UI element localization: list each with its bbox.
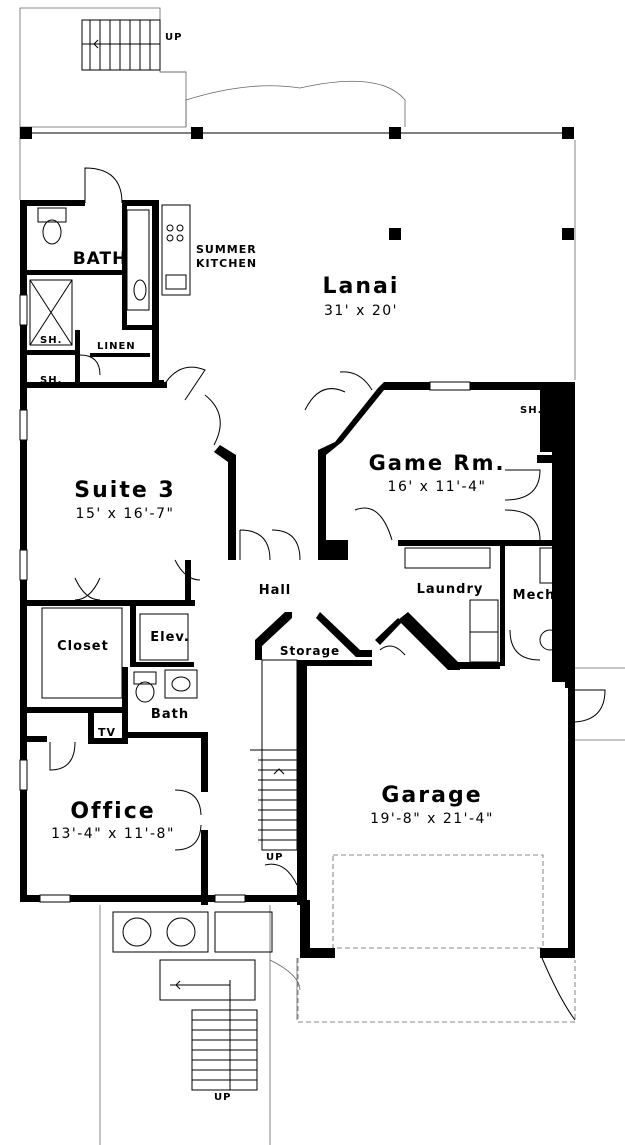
shower-label-1: SH. <box>40 335 62 346</box>
shower-label-game: SH. <box>520 405 542 416</box>
top-stair: UP <box>81 19 182 71</box>
summer-kitchen-label-2: KITCHEN <box>196 257 257 270</box>
windows <box>19 294 471 903</box>
bath-small-label: Bath <box>151 707 189 722</box>
interior-stair: UP <box>250 659 298 863</box>
game-room-dims: 16' x 11'-4" <box>388 479 487 495</box>
bottom-stair: UP <box>159 959 258 1103</box>
stair-up-label-mid: UP <box>266 852 283 863</box>
laundry-label: Laundry <box>417 582 484 597</box>
lanai-columns <box>20 127 574 240</box>
elevator-label: Elev. <box>150 630 190 645</box>
suite3-name: Suite 3 <box>74 478 175 503</box>
hall-label: Hall <box>259 583 292 598</box>
office-dims: 13'-4" x 11'-8" <box>51 826 175 842</box>
small-labels: BATH SUMMER KITCHEN SH. SH. SH. LINEN Ha… <box>40 243 562 739</box>
office-name: Office <box>70 799 155 824</box>
doors <box>49 167 606 1021</box>
lanai-name: Lanai <box>323 274 400 299</box>
game-room-name: Game Rm. <box>369 451 506 475</box>
site-outlines <box>19 7 625 1145</box>
mech-label: Mech. <box>513 588 562 603</box>
stair-up-label-bottom: UP <box>214 1092 231 1103</box>
room-labels: Lanai 31' x 20' Suite 3 15' x 16'-7" Gam… <box>51 274 506 842</box>
garage-dims: 19'-8" x 21'-4" <box>370 811 494 827</box>
lanai-dims: 31' x 20' <box>324 303 398 319</box>
suite3-dims: 15' x 16'-7" <box>76 506 175 522</box>
linen-label: LINEN <box>97 341 136 352</box>
storage-label: Storage <box>280 644 340 658</box>
bath-top-label: BATH <box>73 249 128 269</box>
stair-up-label-top: UP <box>165 32 182 43</box>
shower-label-2: SH. <box>40 375 62 386</box>
closet-label: Closet <box>57 639 109 654</box>
tv-label: TV <box>98 726 116 739</box>
fixtures <box>29 204 563 953</box>
summer-kitchen-label-1: SUMMER <box>196 243 257 256</box>
garage-name: Garage <box>381 783 482 808</box>
